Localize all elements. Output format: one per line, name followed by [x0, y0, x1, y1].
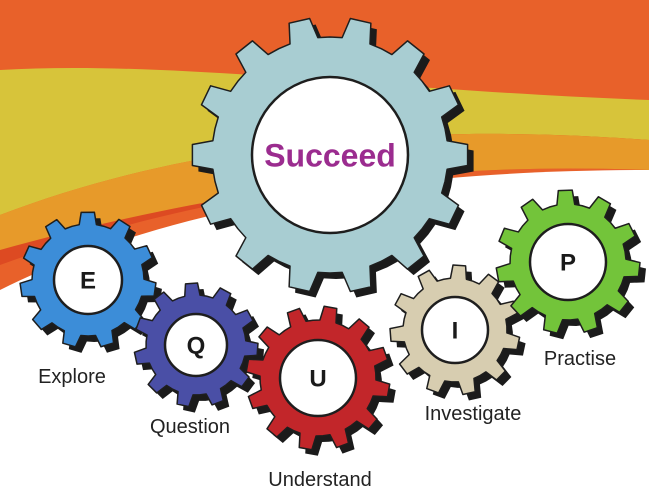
- gear-question: Q Question: [133, 282, 264, 438]
- gear-explore: E Explore: [19, 211, 162, 388]
- gear-understand-letter: U: [309, 366, 326, 393]
- gear-practise-letter: P: [560, 250, 576, 277]
- gear-understand-label: Understand: [268, 469, 371, 491]
- gear-investigate-letter: I: [452, 318, 459, 345]
- gear-practise-hub: [528, 222, 608, 302]
- gear-practise: P Practise: [495, 189, 646, 370]
- gear-question-hub: [163, 312, 229, 378]
- gear-explore-hub: [52, 244, 124, 316]
- gear-investigate: I Investigate: [389, 264, 526, 425]
- gear-succeed-hub: [250, 75, 410, 235]
- gear-question-label: Question: [150, 416, 230, 438]
- gear-understand: U Understand: [245, 305, 396, 491]
- gear-investigate-hub: [420, 295, 490, 365]
- gear-understand-hub: [278, 338, 358, 418]
- gear-explore-label: Explore: [38, 366, 106, 388]
- gear-explore-letter: E: [80, 268, 96, 295]
- gold-band: [0, 133, 649, 250]
- gear-practise-label: Practise: [544, 348, 616, 370]
- gear-investigate-label: Investigate: [425, 403, 522, 425]
- gear-question-letter: Q: [187, 333, 206, 360]
- gear-succeed-text: Succeed: [264, 138, 396, 174]
- gear-succeed: Succeed: [191, 17, 474, 298]
